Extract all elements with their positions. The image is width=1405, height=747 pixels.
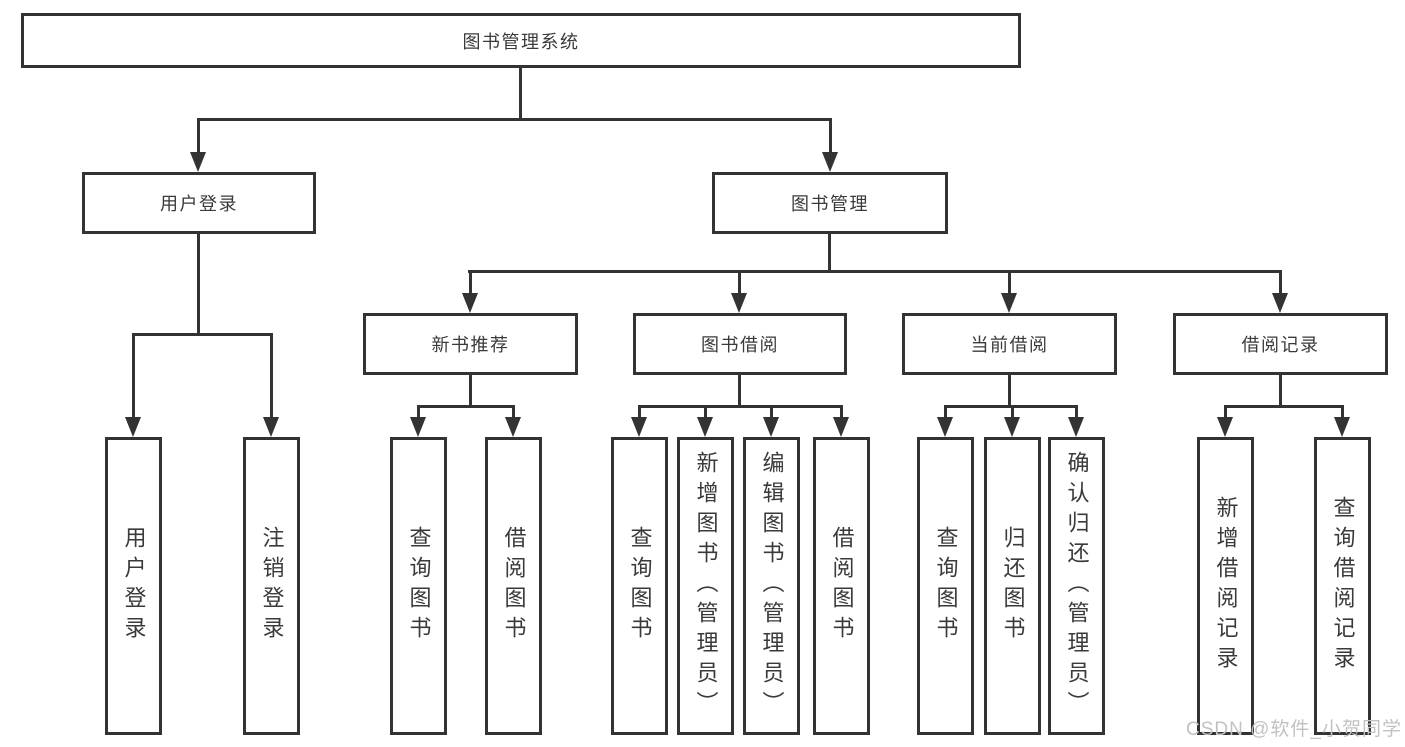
connector-line — [770, 405, 773, 420]
connector-line — [738, 270, 741, 296]
leaf-query-books-current: 查询图书 — [917, 437, 974, 735]
node-user-login: 用户登录 — [82, 172, 316, 234]
connector-line — [197, 234, 200, 336]
connector-line — [469, 375, 472, 408]
leaf-query-borrow-record: 查询借阅记录 — [1314, 437, 1371, 735]
arrow-down-icon — [1272, 293, 1288, 313]
connector-line — [197, 118, 200, 155]
leaf-borrow-books-recommend: 借阅图书 — [485, 437, 542, 735]
node-borrowing-records: 借阅记录 — [1173, 313, 1388, 375]
csdn-watermark: CSDN @软件_小贺同学 — [1186, 719, 1402, 740]
arrow-down-icon — [1001, 293, 1017, 313]
leaf-query-borrow-record-label: 查询借阅记录 — [1330, 496, 1356, 676]
connector-line — [519, 68, 522, 121]
connector-line — [1008, 270, 1011, 296]
connector-line — [417, 405, 420, 420]
leaf-confirm-return-admin: 确认归还（管理员） — [1048, 437, 1105, 735]
connector-line — [132, 333, 273, 336]
arrow-down-icon — [410, 417, 426, 437]
arrow-down-icon — [263, 417, 279, 437]
connector-line — [1224, 405, 1344, 408]
node-book-borrowing-label: 图书借阅 — [701, 335, 779, 355]
connector-line — [1341, 405, 1344, 420]
leaf-add-books-admin-label: 新增图书（管理员） — [693, 451, 719, 721]
arrow-down-icon — [1068, 417, 1084, 437]
node-book-management-label: 图书管理 — [791, 194, 869, 214]
arrow-down-icon — [505, 417, 521, 437]
leaf-borrow-books-borrowing: 借阅图书 — [813, 437, 870, 735]
arrow-down-icon — [631, 417, 647, 437]
node-new-book-recommend-label: 新书推荐 — [431, 335, 510, 355]
leaf-return-books: 归还图书 — [984, 437, 1041, 735]
node-new-book-recommend: 新书推荐 — [363, 313, 578, 375]
arrow-down-icon — [190, 152, 206, 172]
connector-line — [1279, 270, 1282, 296]
node-current-borrowing: 当前借阅 — [902, 313, 1117, 375]
leaf-confirm-return-admin-label: 确认归还（管理员） — [1064, 451, 1090, 721]
connector-line — [417, 405, 515, 408]
connector-line — [197, 118, 832, 121]
connector-line — [1279, 375, 1282, 408]
leaf-return-books-label: 归还图书 — [1000, 526, 1026, 646]
connector-line — [1075, 405, 1078, 420]
leaf-borrow-books-borrowing-label: 借阅图书 — [829, 526, 855, 646]
leaf-add-borrow-record-label: 新增借阅记录 — [1213, 496, 1239, 676]
arrow-down-icon — [462, 293, 478, 313]
arrow-down-icon — [763, 417, 779, 437]
arrow-down-icon — [822, 152, 838, 172]
connector-line — [132, 333, 135, 420]
connector-line — [638, 405, 843, 408]
leaf-borrow-books-recommend-label: 借阅图书 — [501, 526, 527, 646]
connector-line — [469, 270, 472, 296]
connector-line — [1008, 375, 1011, 408]
connector-line — [512, 405, 515, 420]
leaf-query-books-borrowing: 查询图书 — [611, 437, 668, 735]
leaf-edit-books-admin-label: 编辑图书（管理员） — [759, 451, 785, 721]
connector-line — [944, 405, 947, 420]
node-user-login-label: 用户登录 — [160, 194, 238, 214]
leaf-query-books-current-label: 查询图书 — [933, 526, 959, 646]
leaf-logout-label: 注销登录 — [259, 526, 285, 646]
node-book-borrowing: 图书借阅 — [633, 313, 847, 375]
leaf-edit-books-admin: 编辑图书（管理员） — [743, 437, 800, 735]
arrow-down-icon — [1004, 417, 1020, 437]
connector-line — [270, 333, 273, 420]
node-root: 图书管理系统 — [21, 13, 1021, 68]
arrow-down-icon — [731, 293, 747, 313]
arrow-down-icon — [833, 417, 849, 437]
connector-line — [468, 270, 1282, 273]
connector-line — [1224, 405, 1227, 420]
leaf-query-books-recommend-label: 查询图书 — [406, 526, 432, 646]
connector-line — [738, 375, 741, 408]
arrow-down-icon — [1334, 417, 1350, 437]
leaf-add-borrow-record: 新增借阅记录 — [1197, 437, 1254, 735]
connector-line — [704, 405, 707, 420]
node-book-management: 图书管理 — [712, 172, 948, 234]
leaf-add-books-admin: 新增图书（管理员） — [677, 437, 734, 735]
node-current-borrowing-label: 当前借阅 — [970, 335, 1049, 355]
leaf-logout: 注销登录 — [243, 437, 300, 735]
leaf-user-login-label: 用户登录 — [121, 526, 147, 646]
leaf-query-books-recommend: 查询图书 — [390, 437, 447, 735]
leaf-query-books-borrowing-label: 查询图书 — [627, 526, 653, 646]
connector-line — [638, 405, 641, 420]
connector-line — [828, 234, 831, 273]
node-root-label: 图书管理系统 — [462, 31, 580, 52]
arrow-down-icon — [125, 417, 141, 437]
connector-line — [829, 118, 832, 155]
node-borrowing-records-label: 借阅记录 — [1241, 335, 1320, 355]
arrow-down-icon — [697, 417, 713, 437]
connector-line — [840, 405, 843, 420]
connector-line — [1011, 405, 1014, 420]
leaf-user-login: 用户登录 — [105, 437, 162, 735]
arrow-down-icon — [1217, 417, 1233, 437]
arrow-down-icon — [937, 417, 953, 437]
